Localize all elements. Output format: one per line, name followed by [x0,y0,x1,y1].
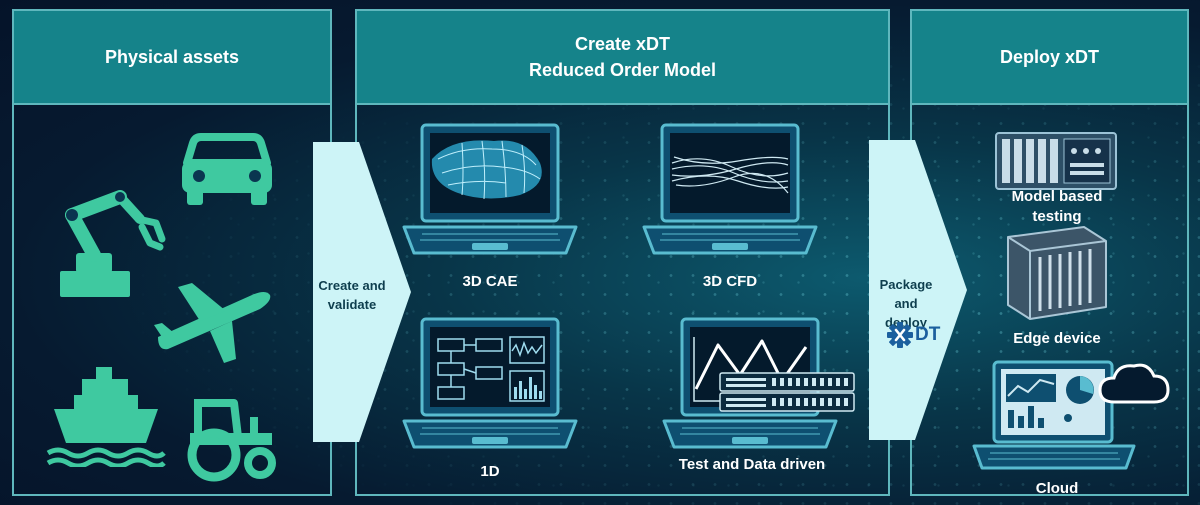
model-based-testing-label: Model based testing [972,187,1142,227]
create-validate-text: Create and validate [313,276,391,314]
create-xdt-subtitle: Reduced Order Model [528,60,717,80]
cae-label: 3D CAE [462,273,518,290]
cloud-label: Cloud [1035,480,1079,497]
test-rack-icon [995,132,1117,190]
create-xdt-panel: Create xDT Reduced Order Model 3D CAE [355,9,890,496]
edge-device-icon [1007,226,1107,320]
deploy-xdt-header: Deploy xDT [912,11,1187,105]
create-validate-arrow [313,142,411,442]
cloud-laptop-icon [972,360,1170,470]
physical-assets-title: Physical assets [104,47,240,67]
mbt-line2: testing [1032,208,1082,225]
test-data-laptop-icon [662,317,855,449]
one-d-label: 1D [480,463,500,480]
physical-assets-panel: Physical assets [12,9,332,496]
car-icon [182,133,272,205]
ship-icon [46,367,166,467]
cfd-label: 3D CFD [702,273,758,290]
mbt-line1: Model based [1011,188,1103,205]
create-validate-line1: Create and [318,278,386,293]
package-deploy-arrow [869,140,967,440]
physical-assets-header: Physical assets [14,11,330,105]
tractor-icon [187,399,276,482]
deploy-xdt-title: Deploy xDT [999,47,1100,67]
xdt-logo-text: DT [915,324,941,345]
test-data-label: Test and Data driven [678,456,826,473]
edge-device-label: Edge device [1013,330,1101,347]
create-xdt-title: Create xDT [574,34,671,54]
one-d-laptop-icon [402,317,578,449]
create-validate-line2: validate [327,297,377,312]
xdt-logo: DT [887,321,947,349]
package-deploy-line1: Package and [879,277,933,311]
create-xdt-header: Create xDT Reduced Order Model [357,11,888,105]
xdt-gear-icon [887,322,913,348]
package-deploy-text: Package and deploy [869,275,943,332]
robot-arm-icon [60,190,166,297]
cae-laptop-icon [402,123,578,255]
cfd-laptop-icon [642,123,818,255]
package-deploy-line2: deploy [885,315,927,330]
deploy-xdt-panel: Deploy xDT Model based testing Edge devi… [910,9,1189,497]
airplane-icon [154,283,271,363]
